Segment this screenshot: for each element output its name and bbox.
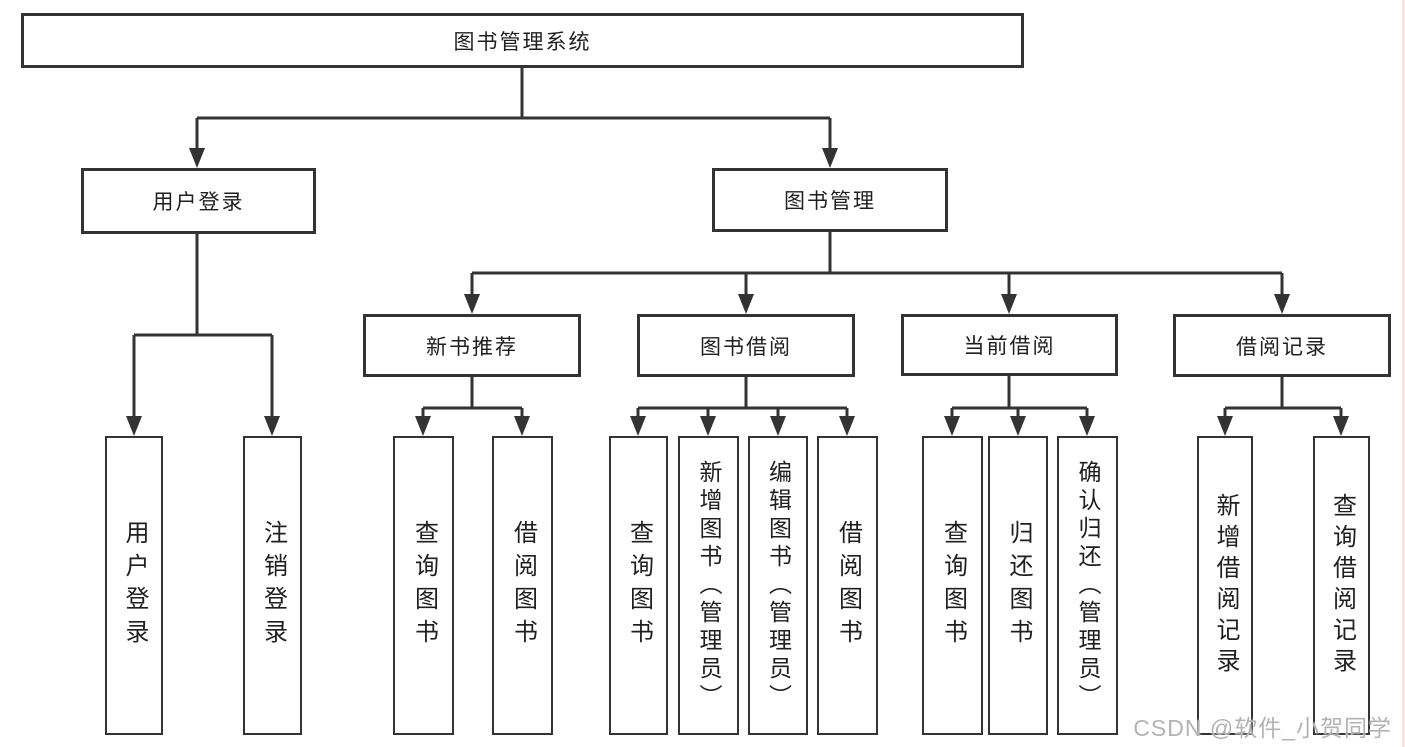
node-book-management: 图书管理 <box>712 168 948 232</box>
leaf-borrow-books-recommend-label: 借阅图书 <box>509 519 537 652</box>
node-user-login-label: 用户登录 <box>152 191 245 214</box>
leaf-logout: 注销登录 <box>243 436 302 735</box>
node-new-book-recommend-label: 新书推荐 <box>426 335 518 359</box>
node-borrow-records: 借阅记录 <box>1173 314 1391 377</box>
leaf-add-book-admin: 新增图书（管理员） <box>678 436 739 735</box>
leaf-return-books: 归还图书 <box>988 436 1048 735</box>
node-current-borrowing: 当前借阅 <box>901 314 1118 376</box>
leaf-query-borrow-record-label: 查询借阅记录 <box>1328 492 1356 679</box>
leaf-confirm-return-admin: 确认归还（管理员） <box>1057 436 1118 735</box>
leaf-query-books-current-label: 查询图书 <box>939 519 967 652</box>
leaf-logout-label: 注销登录 <box>259 519 287 652</box>
leaf-query-books-recommend: 查询图书 <box>393 436 454 735</box>
leaf-user-login: 用户登录 <box>105 436 163 735</box>
page-edge-tint <box>1402 0 1405 747</box>
leaf-query-books-borrowing: 查询图书 <box>609 436 668 735</box>
leaf-query-books-current: 查询图书 <box>922 436 983 735</box>
leaf-add-borrow-record-label: 新增借阅记录 <box>1212 492 1239 679</box>
node-book-management-label: 图书管理 <box>784 190 876 213</box>
leaf-edit-book-admin: 编辑图书（管理员） <box>748 436 808 735</box>
node-root-label: 图书管理系统 <box>453 30 592 54</box>
watermark: CSDN @软件_小贺同学 <box>1133 715 1392 741</box>
node-new-book-recommend: 新书推荐 <box>363 314 581 377</box>
leaf-return-books-label: 归还图书 <box>1005 519 1032 652</box>
node-borrow-records-label: 借阅记录 <box>1236 335 1328 359</box>
leaf-query-borrow-record: 查询借阅记录 <box>1313 436 1370 735</box>
node-user-login: 用户登录 <box>81 168 316 234</box>
leaf-add-borrow-record: 新增借阅记录 <box>1197 436 1253 735</box>
leaf-query-books-borrowing-label: 查询图书 <box>625 519 653 652</box>
leaf-user-login-label: 用户登录 <box>121 519 148 652</box>
node-root: 图书管理系统 <box>21 13 1024 68</box>
node-book-borrowing-label: 图书借阅 <box>700 335 792 359</box>
leaf-borrow-books-recommend: 借阅图书 <box>492 436 553 735</box>
leaf-borrow-books-borrowing: 借阅图书 <box>817 436 878 735</box>
leaf-edit-book-admin-label: 编辑图书（管理员） <box>765 459 792 712</box>
node-book-borrowing: 图书借阅 <box>637 314 855 377</box>
leaf-add-book-admin-label: 新增图书（管理员） <box>696 459 722 712</box>
node-current-borrowing-label: 当前借阅 <box>963 335 1056 358</box>
leaf-query-books-recommend-label: 查询图书 <box>410 519 438 652</box>
leaf-borrow-books-borrowing-label: 借阅图书 <box>834 519 862 652</box>
leaf-confirm-return-admin-label: 确认归还（管理员） <box>1075 459 1101 712</box>
